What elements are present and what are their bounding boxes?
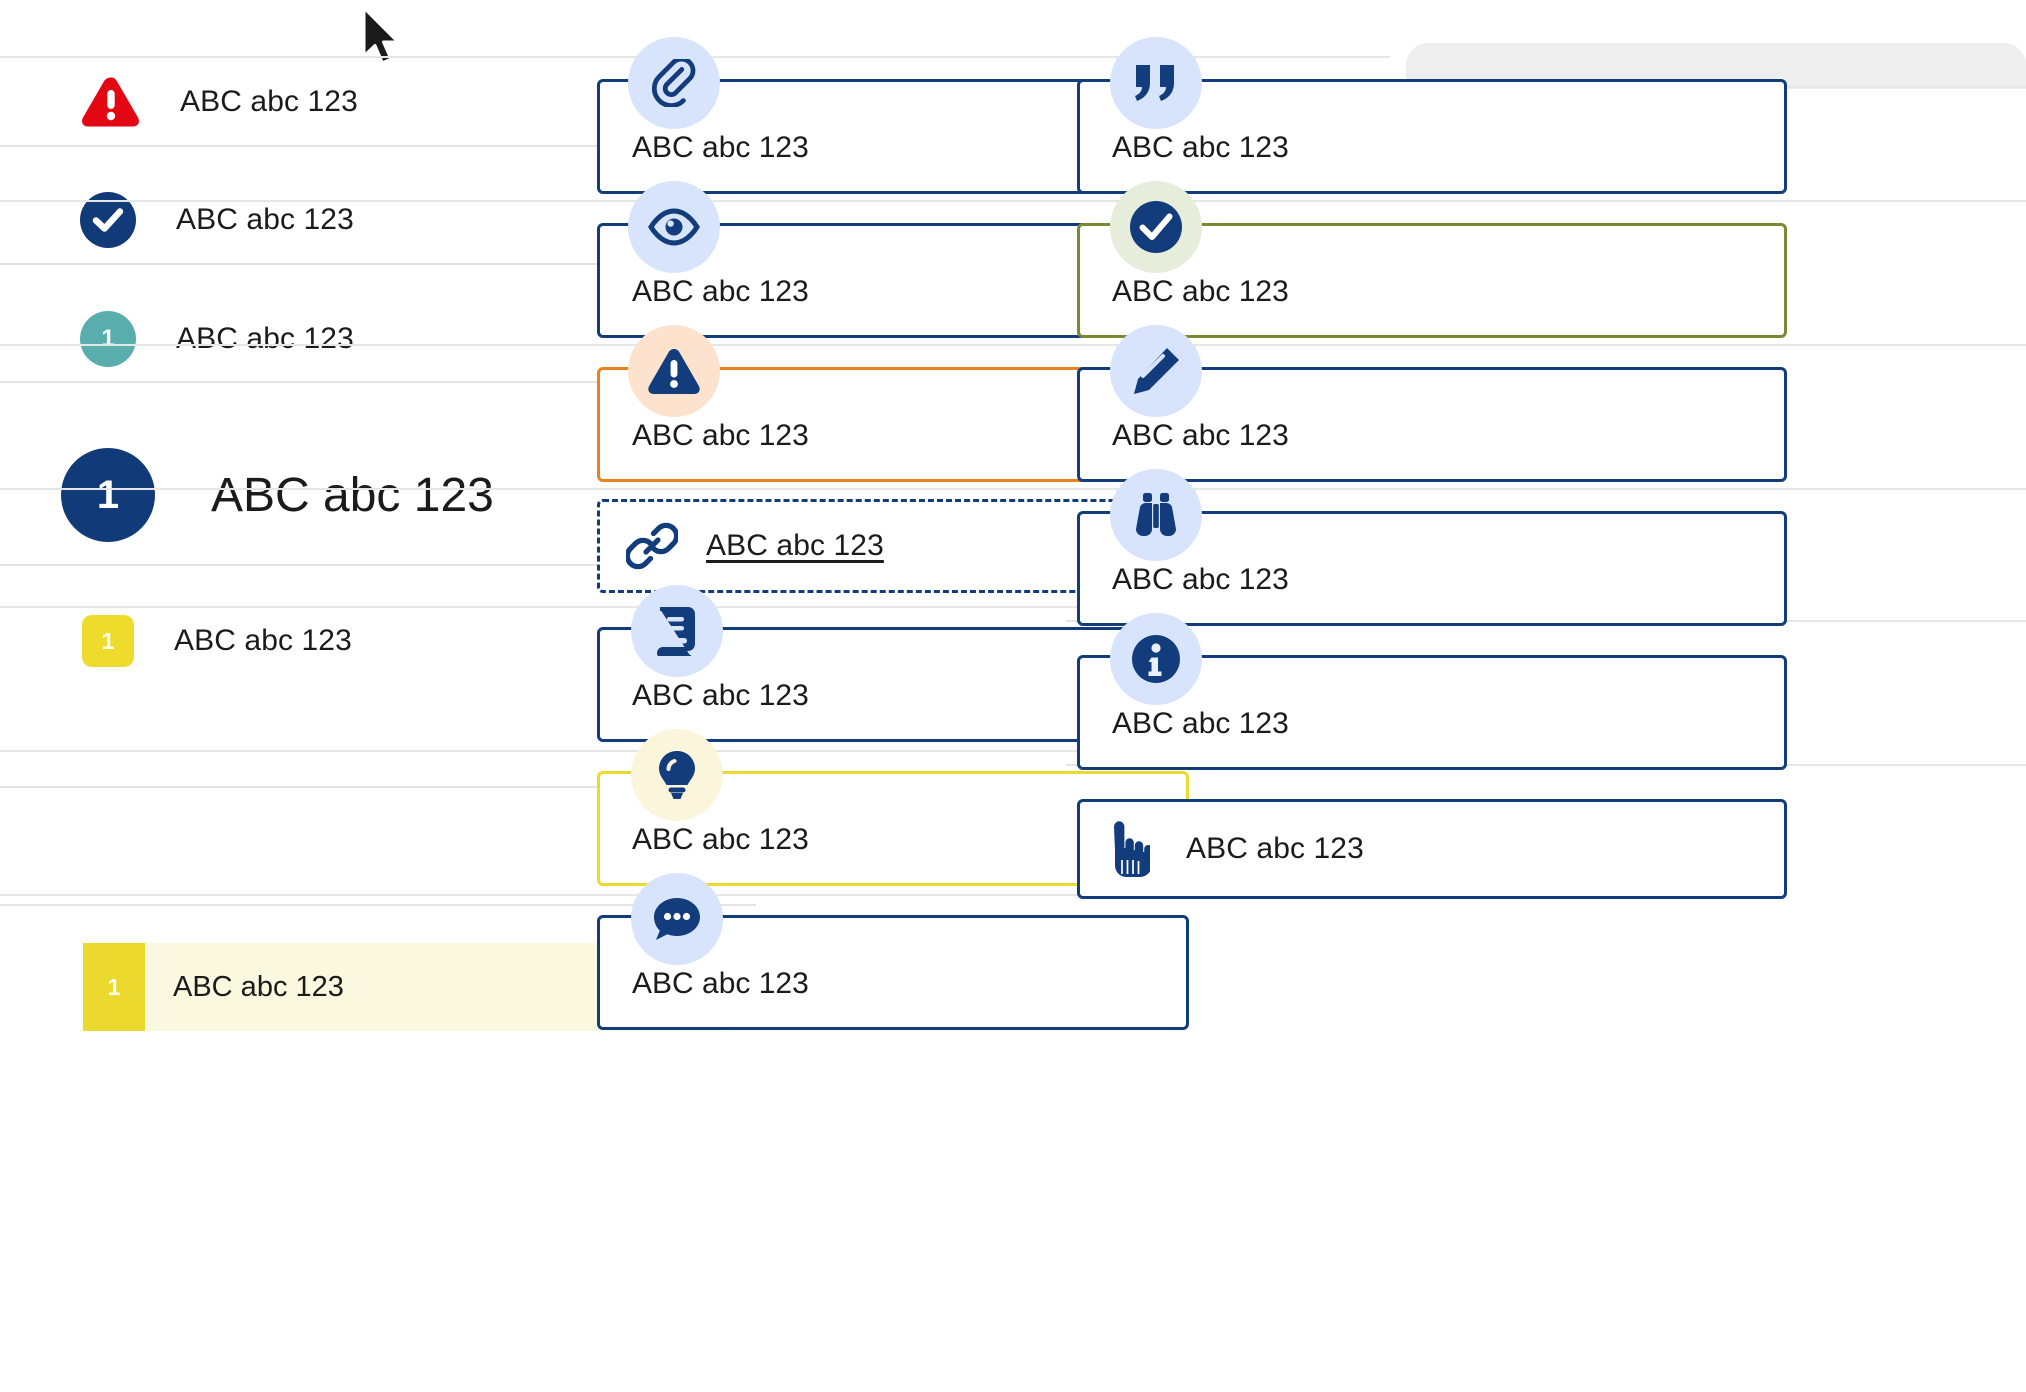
number-badge-icon: 1 — [61, 448, 155, 542]
card-link-label[interactable]: ABC abc 123 — [706, 529, 884, 562]
card-label: ABC abc 123 — [1112, 419, 1289, 452]
list-item-label: ABC abc 123 — [176, 203, 354, 236]
eye-icon — [628, 181, 720, 273]
card-label: ABC abc 123 — [632, 419, 809, 452]
list-item-label: ABC abc 123 — [174, 624, 352, 657]
list-item-label: ABC abc 123 — [176, 322, 354, 355]
card-label: ABC abc 123 — [1112, 275, 1289, 308]
separator — [0, 145, 756, 147]
card-label: ABC abc 123 — [1112, 131, 1289, 164]
separator — [1066, 488, 2026, 490]
card-label: ABC abc 123 — [632, 823, 809, 856]
list-item-numbered-yellow[interactable]: 1 ABC abc 123 — [0, 597, 756, 685]
badge-number: 1 — [101, 627, 115, 654]
warning-triangle-icon — [628, 325, 720, 417]
mouse-cursor — [360, 6, 406, 70]
separator — [0, 904, 756, 906]
list-item-label: ABC abc 123 — [173, 970, 344, 1003]
separator — [0, 263, 756, 265]
separator — [0, 564, 756, 566]
card-label: ABC abc 123 — [1112, 707, 1289, 740]
card-label: ABC abc 123 — [632, 967, 809, 1000]
list-item-numbered-teal[interactable]: 1 ABC abc 123 — [0, 295, 756, 383]
info-circle-icon — [1110, 613, 1202, 705]
badge-number: 1 — [101, 325, 115, 352]
card-comment[interactable]: ABC abc 123 — [597, 915, 1189, 1030]
binoculars-icon — [1110, 469, 1202, 561]
alert-triangle-icon — [82, 76, 140, 128]
list-item-label: ABC abc 123 — [180, 85, 358, 118]
list-item-label: ABC abc 123 — [211, 468, 494, 522]
card-label: ABC abc 123 — [1186, 832, 1364, 865]
pointing-hand-icon — [1102, 820, 1150, 878]
card-action[interactable]: ABC abc 123 — [1077, 799, 1787, 899]
number-badge-icon: 1 — [82, 615, 134, 667]
book-icon — [631, 585, 723, 677]
quote-icon — [1110, 37, 1202, 129]
separator — [0, 786, 756, 788]
separator — [0, 488, 1390, 490]
number-badge-icon: 1 — [83, 943, 145, 1031]
check-circle-icon — [1110, 181, 1202, 273]
badge-number: 1 — [107, 973, 121, 1000]
left-pane: ABC abc 123 ABC abc 123 1 ABC abc 123 1 … — [0, 0, 756, 1392]
card-label: ABC abc 123 — [1112, 563, 1289, 596]
card-label: ABC abc 123 — [632, 131, 809, 164]
card-label: ABC abc 123 — [632, 679, 809, 712]
pencil-icon — [1110, 325, 1202, 417]
separator — [0, 381, 756, 383]
list-item-success[interactable]: ABC abc 123 — [0, 176, 756, 264]
link-chain-icon — [626, 520, 678, 572]
list-item-numbered-large[interactable]: 1 ABC abc 123 — [0, 427, 756, 563]
paperclip-icon — [628, 37, 720, 129]
list-item-alert[interactable]: ABC abc 123 — [0, 58, 756, 146]
separator — [1066, 344, 2026, 346]
number-badge-icon: 1 — [80, 311, 136, 367]
badge-number: 1 — [96, 472, 120, 517]
chat-bubble-icon — [631, 873, 723, 965]
card-label: ABC abc 123 — [632, 275, 809, 308]
lightbulb-icon — [631, 729, 723, 821]
separator — [1066, 200, 2026, 202]
